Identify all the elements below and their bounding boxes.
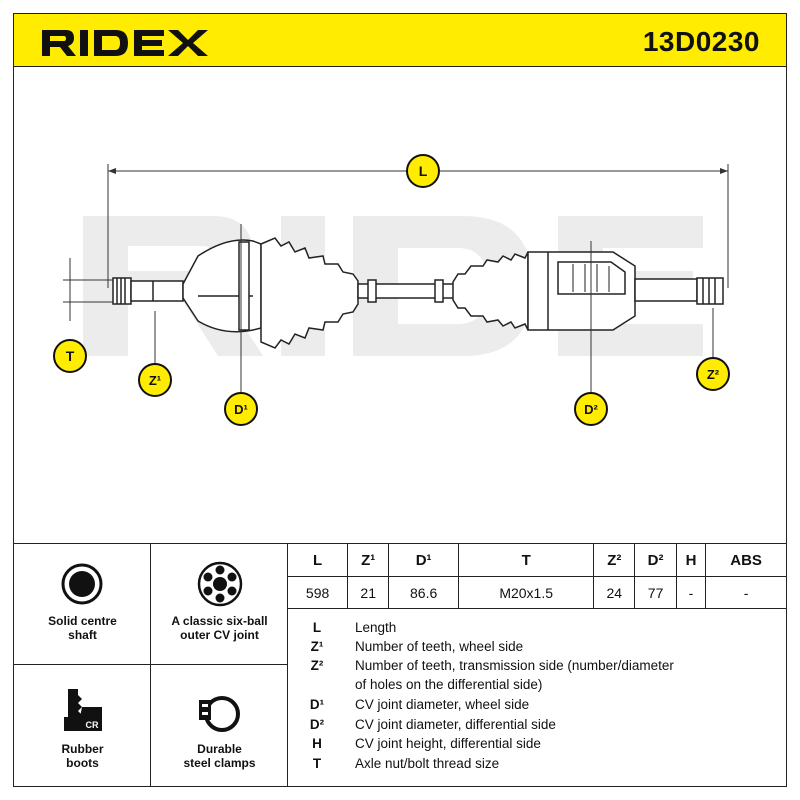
specs-header-cell: Z²: [593, 543, 636, 577]
specs-header-row: L Z¹ D¹ T Z² D² H ABS: [286, 543, 787, 577]
specs-header-cell: Z¹: [347, 543, 390, 577]
legend-description: Number of teeth, transmission side (numb…: [355, 658, 674, 673]
callout-d1: D¹: [224, 392, 258, 426]
legend-symbol: D²: [309, 717, 325, 732]
legend-symbol: L: [312, 620, 322, 635]
header-bar: 13D0230: [13, 13, 787, 67]
legend-description: Axle nut/bolt thread size: [355, 756, 500, 771]
legend-description: Length: [355, 620, 397, 635]
callout-d2: D²: [574, 392, 608, 426]
brand-logo: [40, 28, 212, 63]
specs-header-cell: H: [675, 543, 707, 577]
specs-value-cell: M20x1.5: [458, 576, 595, 609]
part-number: 13D0230: [642, 26, 760, 57]
specs-value-cell: 21: [347, 576, 390, 609]
rubber-boot-icon: CR: [62, 687, 104, 738]
legend-description: Number of teeth, wheel side: [355, 639, 524, 654]
legend-symbol: Z²: [310, 658, 324, 673]
specs-value-cell: 598: [286, 576, 349, 609]
features-right-border: [287, 543, 288, 787]
feature-label-boots: Rubber boots: [61, 742, 104, 770]
svg-text:D¹: D¹: [234, 402, 248, 417]
callout-l: L: [406, 154, 440, 188]
callout-z1: Z¹: [138, 363, 172, 397]
solid-shaft-icon: [61, 563, 103, 610]
svg-text:D²: D²: [584, 402, 598, 417]
specs-value-cell: 86.6: [388, 576, 460, 609]
specs-header-cell: D²: [634, 543, 677, 577]
feature-label-joint: A classic six-ball outer CV joint: [171, 614, 268, 642]
six-ball-joint-icon: [197, 561, 243, 612]
specs-table: L Z¹ D¹ T Z² D² H ABS 598 21 86.6 M20x1.…: [286, 543, 787, 609]
specs-header-cell: D¹: [388, 543, 460, 577]
svg-text:L: L: [419, 163, 428, 179]
specs-header-cell: T: [458, 543, 595, 577]
legend-description: CV joint diameter, differential side: [355, 717, 556, 732]
specs-value-cell: -: [675, 576, 707, 609]
specs-value-row: 598 21 86.6 M20x1.5 24 77 - -: [286, 576, 787, 609]
specs-value-cell: 24: [593, 576, 636, 609]
specs-value-cell: -: [705, 576, 787, 609]
legend-symbol: T: [312, 756, 322, 771]
features-col-divider: [150, 543, 151, 787]
legend-description: CV joint height, differential side: [355, 736, 541, 751]
feature-label-shaft: Solid centre shaft: [48, 614, 117, 642]
svg-text:CR: CR: [86, 720, 99, 730]
specs-header-cell: L: [286, 543, 349, 577]
specs-value-cell: 77: [634, 576, 677, 609]
specs-header-cell: ABS: [705, 543, 787, 577]
legend-symbol: H: [312, 736, 322, 751]
legend-description: CV joint diameter, wheel side: [355, 697, 530, 712]
callout-t: T: [53, 339, 87, 373]
feature-label-clamps: Durable steel clamps: [183, 742, 256, 770]
svg-text:Z¹: Z¹: [149, 373, 161, 388]
callout-z2: Z²: [696, 357, 730, 391]
legend-symbol: D¹: [309, 697, 325, 712]
legend-description: of holes on the differential side): [355, 677, 543, 692]
legend-symbol: Z¹: [310, 639, 324, 654]
steel-clamp-icon: [197, 690, 243, 739]
drive-shaft-drawing: L T Z¹ D¹ D² Z²: [13, 66, 787, 544]
svg-text:T: T: [66, 348, 75, 364]
legend: L Length Z¹ Number of teeth, wheel side …: [287, 616, 787, 787]
svg-text:Z²: Z²: [707, 367, 720, 382]
